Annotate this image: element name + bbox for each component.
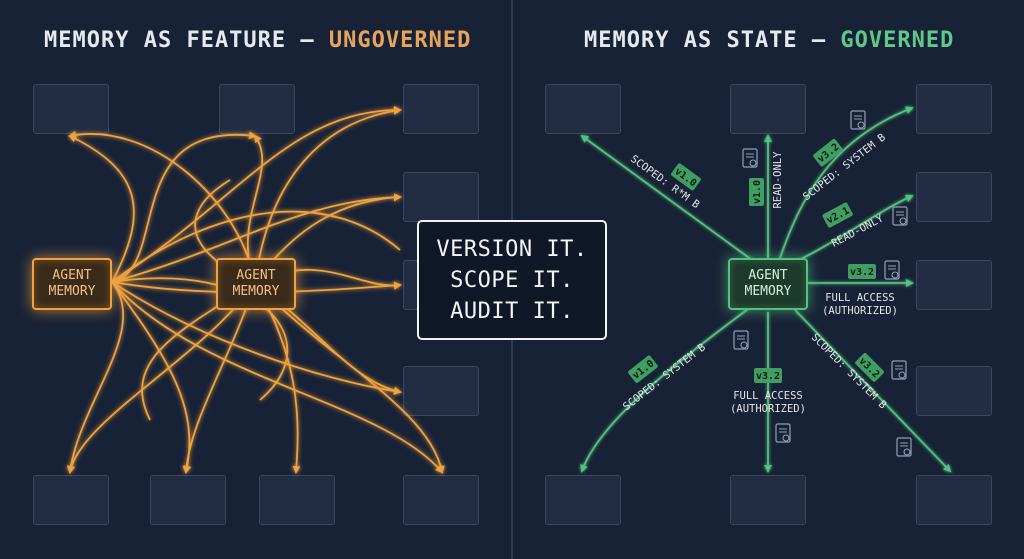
- connection-label-upper-right: v2.1 READ-ONLY: [822, 202, 886, 250]
- system-node-box: [219, 84, 295, 134]
- audit-log-icon: [892, 206, 908, 226]
- agent-label-line1: AGENT: [52, 268, 92, 283]
- system-node-box: [916, 172, 992, 222]
- tangled-connection: [111, 210, 401, 283]
- system-node-box: [916, 475, 992, 525]
- tangled-connection: [68, 130, 256, 284]
- audit-log-icon: [896, 437, 912, 457]
- governance-callout: VERSION IT. SCOPE IT. AUDIT IT.: [417, 220, 607, 340]
- tangled-connection: [67, 282, 256, 474]
- version-tag: [848, 264, 876, 279]
- ungoverned-connections: [66, 106, 445, 474]
- right-title-highlight: GOVERNED: [840, 28, 955, 53]
- system-node-box: [403, 475, 479, 525]
- connection-label-up-tag: v1.0: [749, 178, 764, 206]
- connection-label-upper-right-top: v3.2 SCOPED: SYSTEM B: [801, 131, 888, 203]
- system-node-box: [150, 475, 226, 525]
- left-title-highlight: UNGOVERNED: [328, 28, 472, 53]
- version-tag-text: v1.0: [752, 180, 763, 204]
- system-node-box: [730, 84, 806, 134]
- system-node-box: [403, 84, 479, 134]
- version-tag: [628, 355, 658, 383]
- audit-log-icon: [891, 360, 907, 380]
- left-title-prefix: MEMORY AS FEATURE —: [44, 28, 329, 53]
- tangled-connection: [66, 281, 124, 474]
- system-node-box: [403, 172, 479, 222]
- connection-label-lower-right: v3.2 SCOPED: SYSTEM B: [809, 331, 889, 411]
- tangled-connection: [254, 282, 301, 474]
- system-node-box: [259, 475, 335, 525]
- system-node-box: [403, 366, 479, 416]
- scope-label: (AUTHORIZED): [730, 403, 806, 415]
- system-node-box: [916, 260, 992, 310]
- system-node-box: [545, 475, 621, 525]
- connection-label-right-tag: v3.2: [848, 264, 876, 279]
- audit-log-icon: [850, 110, 866, 130]
- agent-memory-node-governed: AGENT MEMORY: [728, 258, 808, 310]
- tangled-connection: [68, 135, 135, 283]
- system-node-box: [33, 84, 109, 134]
- callout-line-audit: AUDIT IT.: [450, 298, 574, 324]
- agent-label-line2: MEMORY: [744, 284, 792, 299]
- audit-log-icon: [742, 148, 758, 168]
- version-tag: [754, 368, 782, 383]
- system-node-box: [33, 475, 109, 525]
- version-tag: [813, 139, 843, 167]
- governed-connection: [779, 106, 914, 259]
- tangled-connection: [111, 281, 444, 474]
- tangled-connection: [111, 277, 289, 401]
- tangled-connection: [111, 281, 402, 396]
- agent-label-line1: AGENT: [236, 268, 276, 283]
- callout-line-scope: SCOPE IT.: [450, 267, 574, 293]
- left-panel-title: MEMORY AS FEATURE — UNGOVERNED: [44, 28, 471, 58]
- scope-label: (AUTHORIZED): [822, 305, 898, 317]
- tangled-connection: [254, 106, 402, 284]
- tangled-connection: [182, 282, 256, 474]
- agent-label-line1: AGENT: [748, 268, 788, 283]
- agent-label-line2: MEMORY: [232, 284, 280, 299]
- audit-log-icon: [733, 330, 749, 350]
- connection-label-lower-left: v1.0 SCOPED: SYSTEM B: [621, 341, 708, 413]
- agent-label-line2: MEMORY: [48, 284, 96, 299]
- right-title-prefix: MEMORY AS STATE —: [584, 28, 841, 53]
- scope-label: FULL ACCESS: [825, 292, 895, 304]
- agent-memory-node-primary: AGENT MEMORY: [32, 258, 112, 310]
- agent-memory-node-secondary: AGENT MEMORY: [216, 258, 296, 310]
- system-node-box: [545, 84, 621, 134]
- version-tag: [749, 178, 764, 206]
- audit-log-icon: [884, 260, 900, 280]
- governed-connection: [580, 305, 753, 473]
- connection-label-upper-left: v1.0 SCOPED: R*M B: [628, 153, 702, 211]
- system-node-box: [916, 84, 992, 134]
- version-tag: [855, 353, 884, 382]
- audit-log-icon: [775, 423, 791, 443]
- tangled-connection: [254, 282, 445, 474]
- version-tag-text: v3.2: [850, 267, 874, 278]
- system-node-box: [916, 366, 992, 416]
- tangled-connection: [111, 193, 402, 283]
- system-node-box: [730, 475, 806, 525]
- governed-connection: [794, 309, 952, 473]
- scope-label: FULL ACCESS: [733, 390, 803, 402]
- scope-label: READ-ONLY: [772, 151, 784, 209]
- version-tag: [671, 163, 701, 191]
- governed-connections: [580, 106, 952, 473]
- scope-label: SCOPED: SYSTEM B: [801, 131, 888, 203]
- governed-connection: [794, 194, 914, 263]
- right-panel-title: MEMORY AS STATE — GOVERNED: [584, 28, 954, 58]
- callout-line-version: VERSION IT.: [436, 236, 588, 262]
- version-tag: [822, 202, 853, 228]
- governed-connection: [580, 134, 753, 261]
- connection-label-down-tag: v3.2: [754, 368, 782, 383]
- version-tag-text: v3.2: [756, 371, 780, 382]
